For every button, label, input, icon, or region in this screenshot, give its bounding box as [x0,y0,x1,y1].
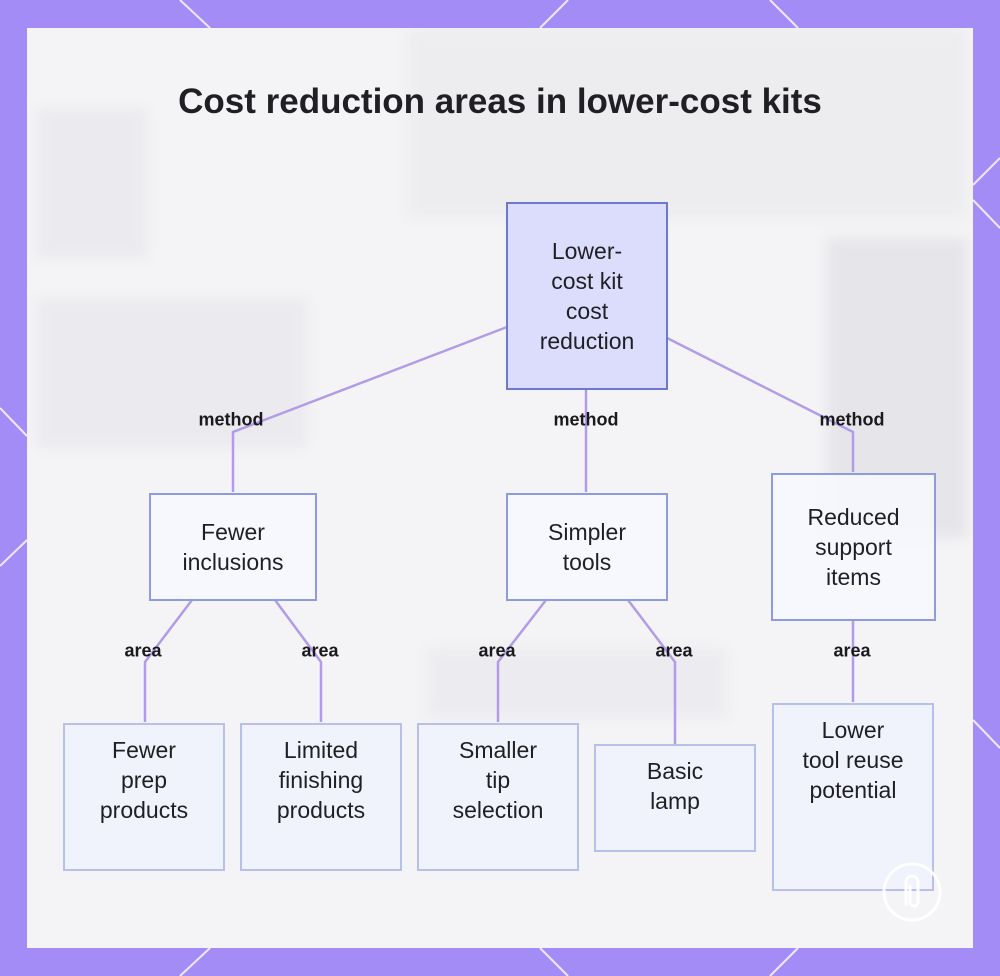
node-basic-lamp: Basic lamp [594,744,756,852]
node-fewer-inclusions-label: Fewer inclusions [182,519,284,575]
node-fewer-prep: Fewer prep products [63,723,225,871]
edge-label-area-lower-tool-reuse: area [833,640,871,661]
node-simpler-tools: Simpler tools [506,493,668,601]
node-root: Lower- cost kit cost reduction [506,202,668,390]
connector-root-reduced-support [666,336,855,472]
edge-label-area-smaller-tip: area [478,640,516,661]
connector-basic-lamp [627,599,677,744]
connector-root-fewer-inclusions [231,325,508,492]
diagram-title: Cost reduction areas in lower-cost kits [178,82,822,121]
node-fewer-inclusions: Fewer inclusions [149,493,317,601]
connector-smaller-tip [496,599,547,722]
node-reduced-support: Reduced support items [771,473,936,621]
node-limited-finishing-label: Limited finishing products [276,737,366,823]
node-root-label: Lower- cost kit cost reduction [539,238,635,354]
node-basic-lamp-label: Basic lamp [646,758,704,814]
node-reduced-support-label: Reduced support items [807,504,900,590]
node-lower-tool-reuse-label: Lower tool reuse potential [802,717,904,803]
node-limited-finishing: Limited finishing products [240,723,402,871]
node-smaller-tip-label: Smaller tip selection [452,737,544,823]
connector-fewer-prep [143,599,193,722]
edge-label-method-center: method [553,409,619,430]
edge-label-area-limited-finishing: area [301,640,339,661]
edge-label-method-left: method [198,409,264,430]
node-smaller-tip: Smaller tip selection [417,723,579,871]
edge-label-method-right: method [819,409,885,430]
paperclip-logo-icon [882,862,942,922]
edge-label-area-fewer-prep: area [124,640,162,661]
node-simpler-tools-label: Simpler tools [548,519,626,575]
node-lower-tool-reuse: Lower tool reuse potential [772,703,934,891]
connector-limited-finishing [273,599,323,722]
node-fewer-prep-label: Fewer prep products [99,737,189,823]
edge-label-area-basic-lamp: area [655,640,693,661]
